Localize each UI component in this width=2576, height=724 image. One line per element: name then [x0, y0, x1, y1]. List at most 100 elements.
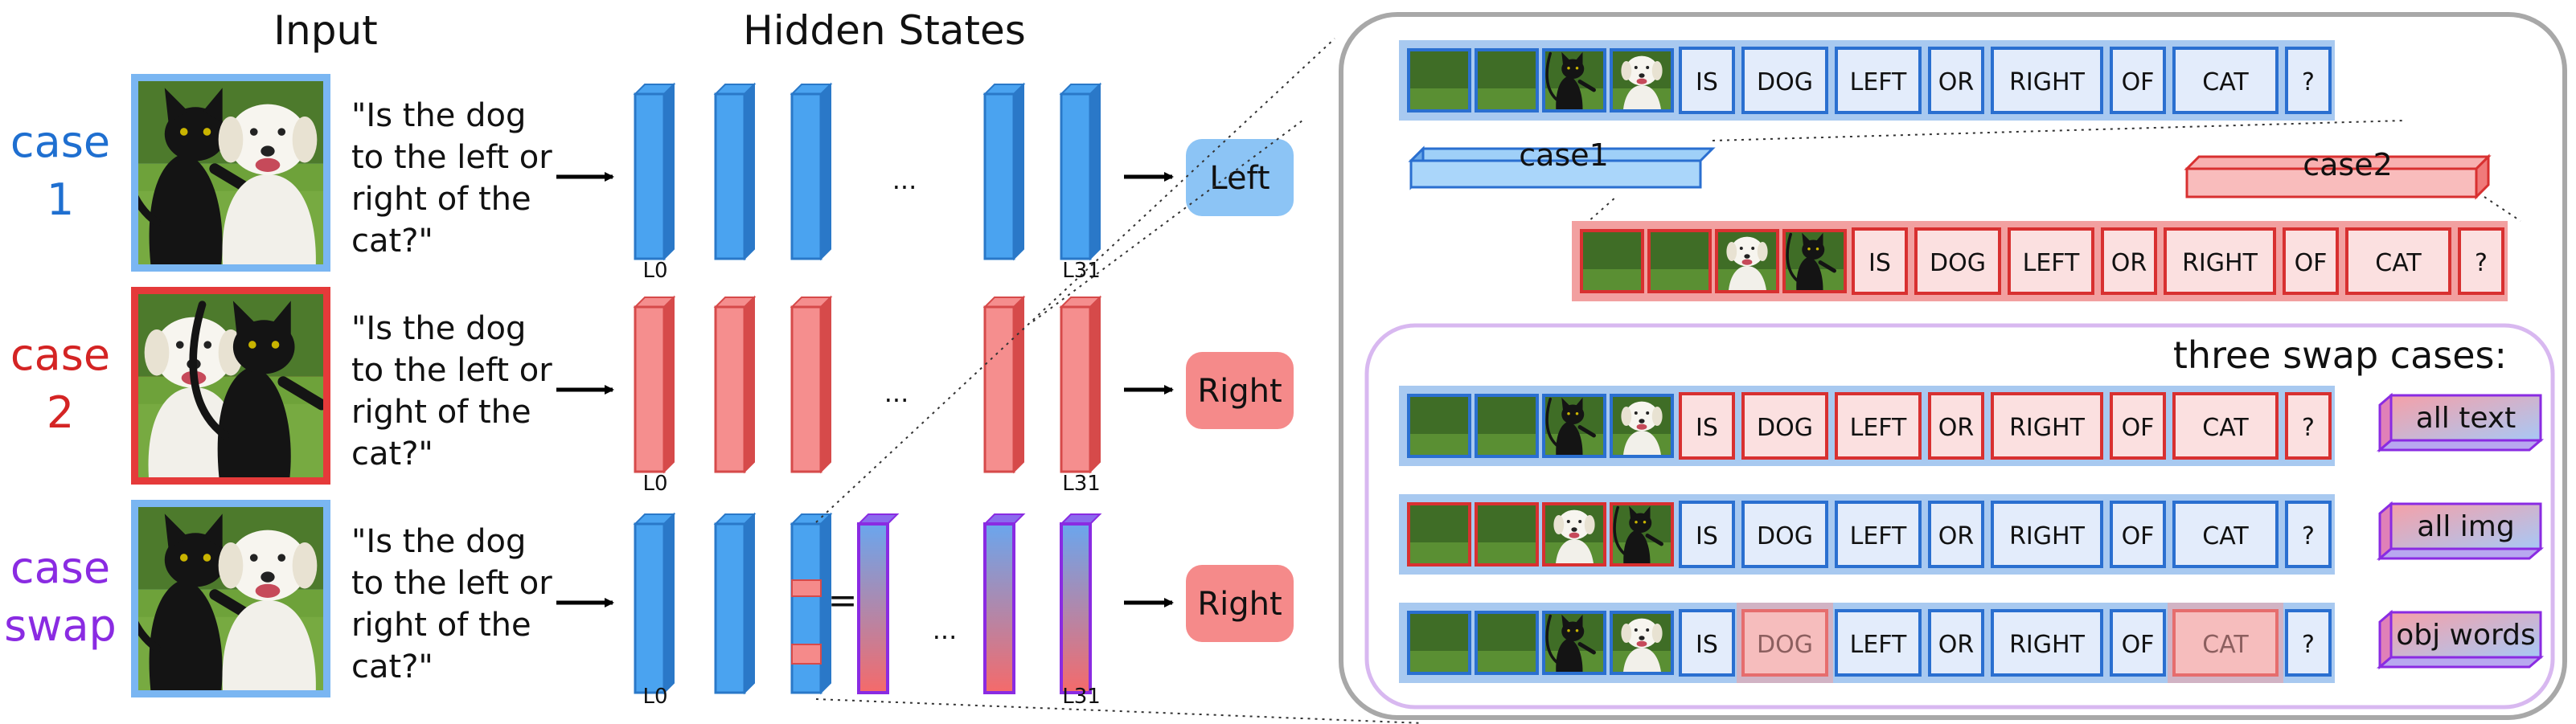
token-text: OF [2122, 414, 2155, 442]
image-patch [1407, 394, 1471, 458]
token-box [1679, 392, 1735, 460]
layer-label-last: L31 [1062, 472, 1101, 496]
token-text: OR [1938, 631, 1974, 659]
case-label: case [10, 117, 110, 167]
hidden-state-bar [790, 295, 833, 474]
token-text: CAT [2202, 414, 2249, 442]
token-text: IS [1696, 414, 1718, 442]
token-text: OF [2122, 522, 2155, 550]
question-text: to the left or [351, 139, 552, 176]
question-text: right of the [351, 607, 531, 644]
token-text: RIGHT [2009, 522, 2085, 550]
case1-tag-text: case1 [1519, 137, 1609, 173]
token-box [1835, 47, 1922, 114]
hidden-state-bar [713, 82, 757, 261]
dotted-connectors [815, 38, 1424, 724]
question-text: cat?" [351, 223, 433, 260]
token-text: CAT [2202, 68, 2249, 96]
case-label: case [10, 542, 110, 593]
token-text: OR [1938, 522, 1974, 550]
hidden-state-bar [713, 512, 757, 695]
photo-image [138, 81, 323, 264]
token-box [2345, 227, 2451, 295]
question-text: right of the [351, 181, 531, 218]
question-text: "Is the dog [351, 523, 526, 560]
hidden-state-bar [713, 295, 757, 474]
token-box [2172, 501, 2279, 568]
image-patch [1610, 48, 1674, 112]
hidden-state-bar [1059, 82, 1102, 261]
token-box [1991, 392, 2103, 460]
equals-sign: = [828, 580, 858, 621]
token-text: ? [2302, 414, 2315, 442]
token-text: LEFT [2023, 249, 2080, 277]
token-text: IS [1868, 249, 1891, 277]
token-box [1835, 609, 1922, 677]
hidden-states-header: Hidden States [743, 7, 1026, 54]
token-box [1835, 501, 1922, 568]
patch-segment [791, 644, 822, 665]
image-patch [1647, 229, 1712, 293]
token-box [2110, 47, 2166, 114]
layer-label-first: L0 [642, 259, 667, 283]
mixed-bar [1059, 513, 1102, 694]
token-text: OR [1938, 414, 1974, 442]
photo-image [138, 294, 323, 477]
input-header: Input [273, 7, 377, 54]
token-box [1741, 392, 1828, 460]
token-text: DOG [1757, 522, 1813, 550]
question-text: to the left or [351, 352, 552, 389]
swap-label-tag: all img [2376, 501, 2545, 562]
image-patch [1475, 394, 1539, 458]
token-box [2285, 609, 2332, 677]
token-text: IS [1696, 631, 1718, 659]
answer-text: Right [1197, 586, 1282, 623]
answer-text: Left [1209, 160, 1270, 197]
swap-label-tag: all text [2376, 392, 2545, 453]
layer-label-last: L31 [1062, 685, 1101, 709]
token-box [2285, 501, 2332, 568]
token-text: DOG [1757, 414, 1813, 442]
image-patch [1542, 502, 1606, 567]
token-box [2110, 392, 2166, 460]
image-patch [1542, 394, 1606, 458]
token-text: OF [2295, 249, 2328, 277]
photo-image [138, 507, 323, 690]
token-box [1679, 501, 1735, 568]
swap-label-tag: obj words [2376, 609, 2545, 670]
token-text: ? [2302, 68, 2315, 96]
question-text: cat?" [351, 648, 433, 685]
case-label: 1 [47, 174, 74, 225]
case-label: 2 [47, 387, 74, 438]
hidden-state-bar [633, 295, 676, 474]
mixed-bar [982, 513, 1026, 694]
answer-box [1186, 139, 1294, 216]
image-patch [1610, 502, 1674, 567]
image-patch [1542, 611, 1606, 675]
token-box [2285, 47, 2332, 114]
question-text: cat?" [351, 436, 433, 472]
token-box [2458, 227, 2504, 295]
answer-text: Right [1197, 373, 1282, 410]
hidden-state-bar [982, 82, 1026, 261]
token-box [2008, 227, 2094, 295]
tag-connector [2484, 196, 2521, 222]
case1-tag: case1 [1408, 137, 1716, 190]
image-patch [1475, 611, 1539, 675]
token-box [1741, 501, 1828, 568]
token-text: LEFT [1850, 414, 1907, 442]
token-text: ? [2302, 631, 2315, 659]
token-box [1991, 501, 2103, 568]
image-patch [1715, 229, 1779, 293]
image-patch [1475, 502, 1539, 567]
token-text: RIGHT [2009, 414, 2085, 442]
hidden-state-bar [790, 82, 833, 261]
case2-tag-text: case2 [2303, 147, 2393, 182]
ellipsis: ... [884, 378, 909, 408]
swap-label-text: all img [2417, 510, 2514, 543]
